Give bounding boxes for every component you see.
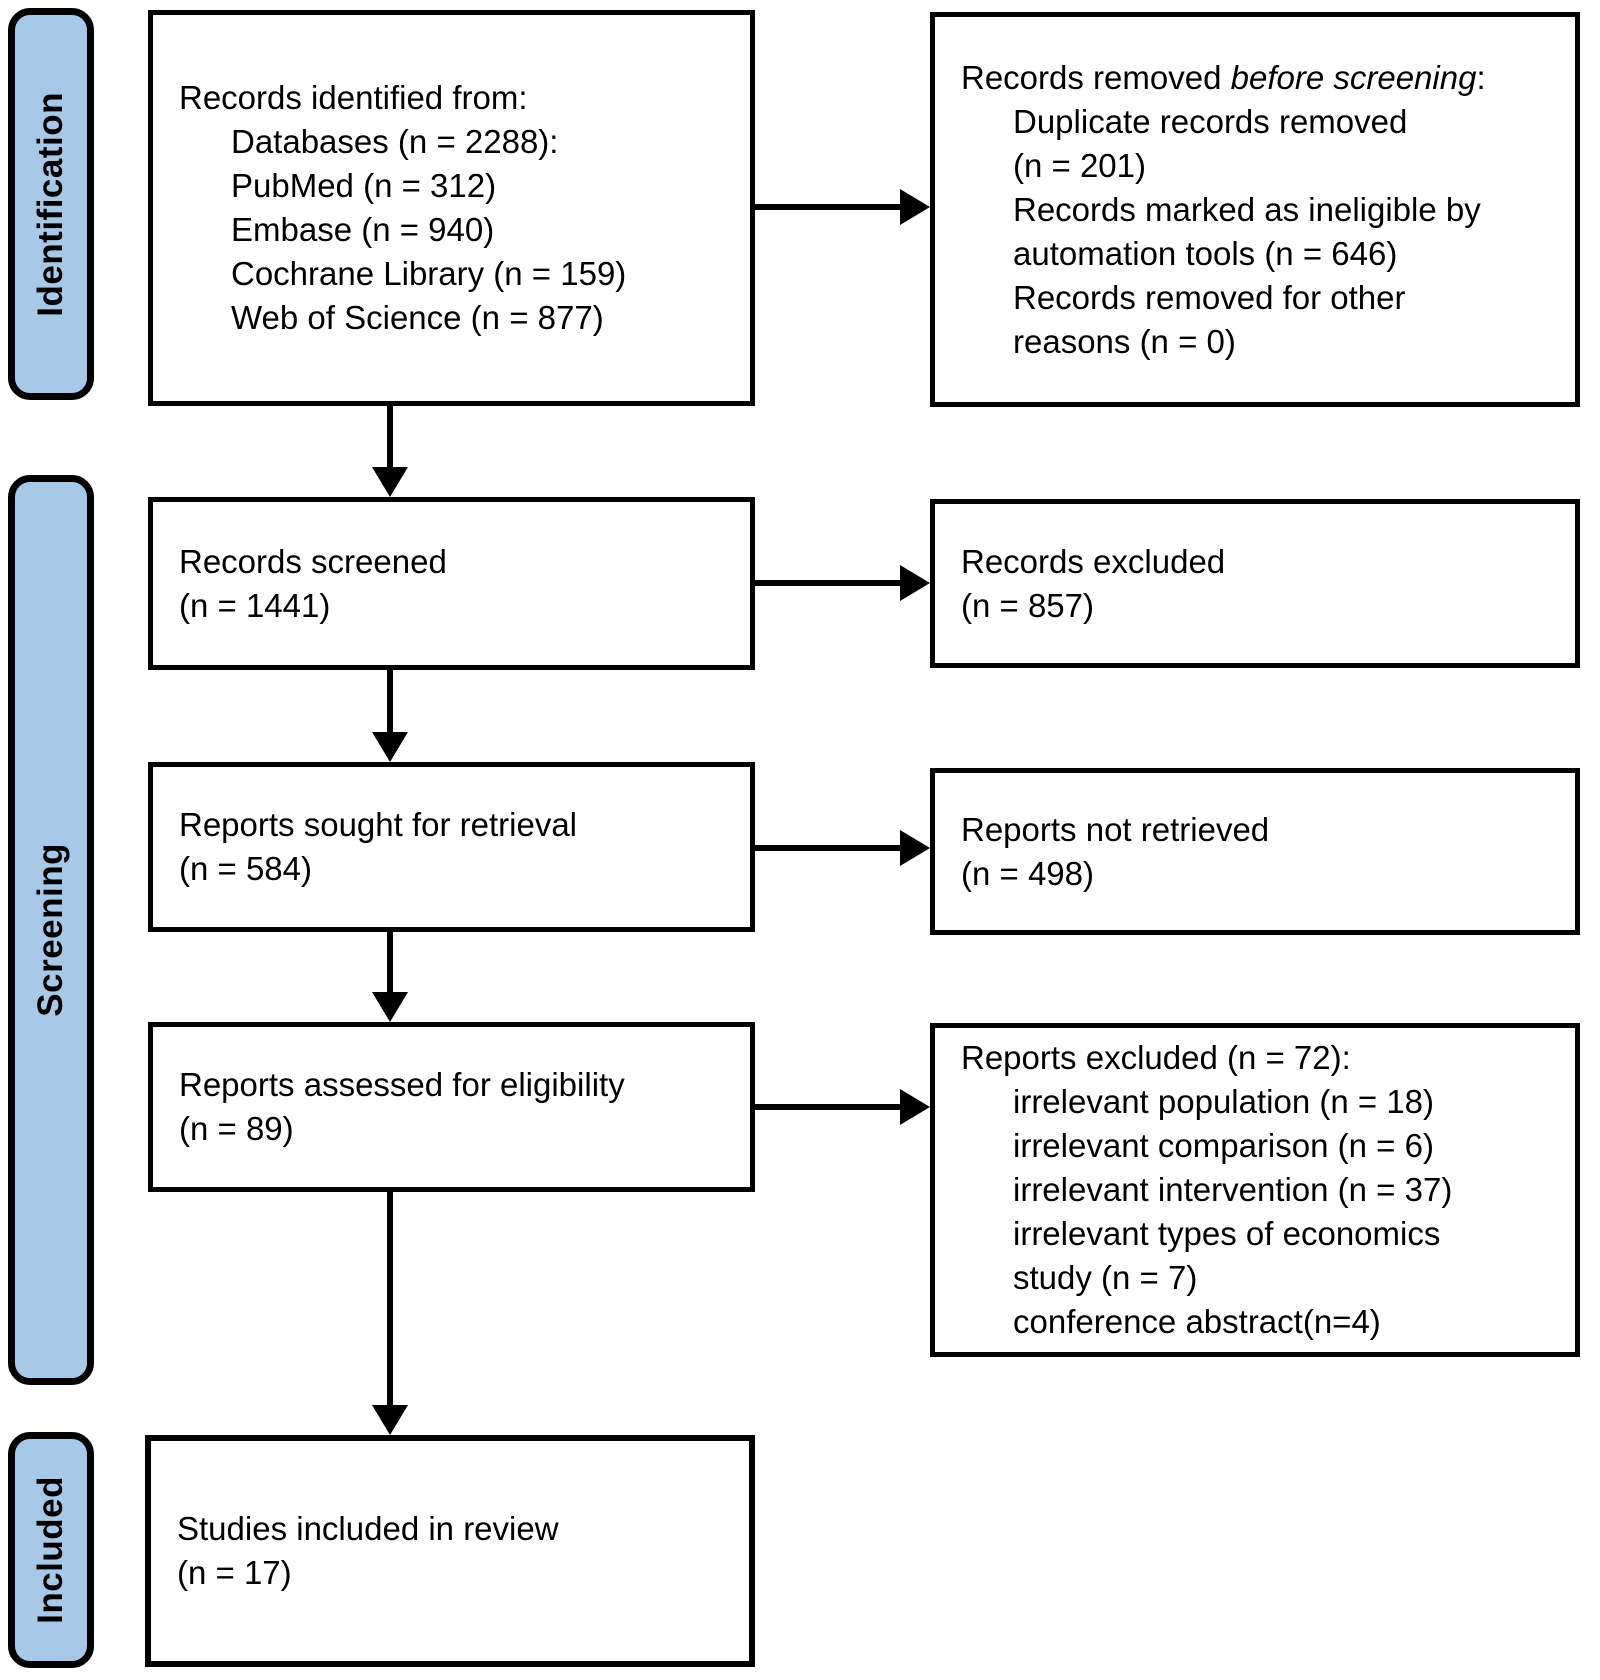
arrow-head-down-icon (372, 1405, 408, 1435)
arrow-shaft (387, 406, 393, 467)
arrow-head-down-icon (372, 732, 408, 762)
reports-sought-box: Reports sought for retrieval (n = 584) (148, 762, 755, 932)
box-line: Cochrane Library (n = 159) (231, 255, 627, 292)
box-line: (n = 89) (179, 1110, 294, 1147)
box-line: (n = 17) (177, 1554, 292, 1591)
stage-label-screening: Screening (31, 843, 70, 1017)
stage-tab-identification: Identification (8, 8, 94, 400)
box-line: Records marked as ineligible by (1013, 190, 1481, 228)
box-line: Web of Science (n = 877) (231, 299, 604, 336)
studies-included-box: Studies included in review (n = 17) (145, 1435, 755, 1667)
arrow-sought-to-assessed (372, 932, 408, 1022)
box-line: (n = 1441) (179, 586, 331, 624)
box-line: conference abstract(n=4) (1013, 1303, 1381, 1340)
box-line: reasons (n = 0) (1013, 322, 1236, 360)
arrow-head-down-icon (372, 992, 408, 1022)
box-title: Records removed before screening: (961, 56, 1557, 100)
arrow-shaft (755, 1104, 900, 1110)
stage-tab-included: Included (8, 1432, 94, 1668)
box-line: Reports not retrieved (961, 810, 1270, 848)
box-line: irrelevant types of economics (1013, 1215, 1441, 1252)
stage-label-included: Included (31, 1476, 70, 1624)
box-line: Studies included in review (177, 1510, 559, 1547)
box-line: automation tools (n = 646) (1013, 234, 1398, 272)
arrow-assessed-to-reports-excluded (755, 1089, 930, 1125)
arrow-shaft (755, 580, 900, 586)
box-line: Reports sought for retrieval (179, 806, 578, 843)
arrow-shaft (755, 845, 900, 851)
box-line: irrelevant population (n = 18) (1013, 1083, 1435, 1120)
box-title: Records identified from: (179, 79, 528, 116)
box-line: (n = 857) (961, 586, 1094, 624)
box-line: Databases (n = 2288): (231, 123, 559, 160)
records-screened-box: Records screened (n = 1441) (148, 497, 755, 670)
box-line: Records screened (179, 542, 447, 580)
records-excluded-box: Records excluded (n = 857) (930, 499, 1580, 668)
title-suffix: : (1476, 58, 1486, 96)
arrow-shaft (387, 1192, 393, 1405)
title-prefix: Records removed (961, 58, 1231, 96)
arrow-head-right-icon (900, 1089, 930, 1125)
records-removed-box: Records removed before screening: Duplic… (930, 12, 1580, 407)
box-line: Duplicate records removed (1013, 102, 1408, 140)
box-line: PubMed (n = 312) (231, 167, 497, 204)
arrow-head-right-icon (900, 189, 930, 225)
box-line: Reports assessed for eligibility (179, 1066, 625, 1103)
arrow-shaft (755, 204, 900, 210)
arrow-screened-to-excluded (755, 565, 930, 601)
box-line: study (n = 7) (1013, 1259, 1198, 1296)
box-line: Records removed for other (1013, 278, 1406, 316)
box-line: (n = 498) (961, 854, 1094, 892)
arrow-shaft (387, 932, 393, 992)
box-line: Embase (n = 940) (231, 211, 495, 248)
arrow-sought-to-not-retrieved (755, 830, 930, 866)
arrow-head-down-icon (372, 467, 408, 497)
arrow-screened-to-sought (372, 670, 408, 762)
reports-not-retrieved-box: Reports not retrieved (n = 498) (930, 768, 1580, 935)
box-title: Reports excluded (n = 72): (961, 1039, 1351, 1076)
reports-excluded-box: Reports excluded (n = 72): irrelevant po… (930, 1023, 1580, 1357)
stage-label-identification: Identification (31, 91, 70, 317)
arrow-identified-to-removed (755, 189, 930, 225)
box-line: irrelevant intervention (n = 37) (1013, 1171, 1453, 1208)
box-line: Records excluded (961, 542, 1226, 580)
stage-tab-screening: Screening (8, 475, 94, 1385)
records-identified-box: Records identified from: Databases (n = … (148, 10, 755, 406)
box-line: irrelevant comparison (n = 6) (1013, 1127, 1434, 1164)
arrow-identified-to-screened (372, 406, 408, 497)
reports-assessed-box: Reports assessed for eligibility (n = 89… (148, 1022, 755, 1192)
arrow-head-right-icon (900, 565, 930, 601)
title-italic: before screening (1230, 58, 1477, 96)
arrow-head-right-icon (900, 830, 930, 866)
box-line: (n = 201) (1013, 146, 1146, 184)
arrow-shaft (387, 670, 393, 732)
box-line: (n = 584) (179, 850, 312, 887)
arrow-assessed-to-included (372, 1192, 408, 1435)
